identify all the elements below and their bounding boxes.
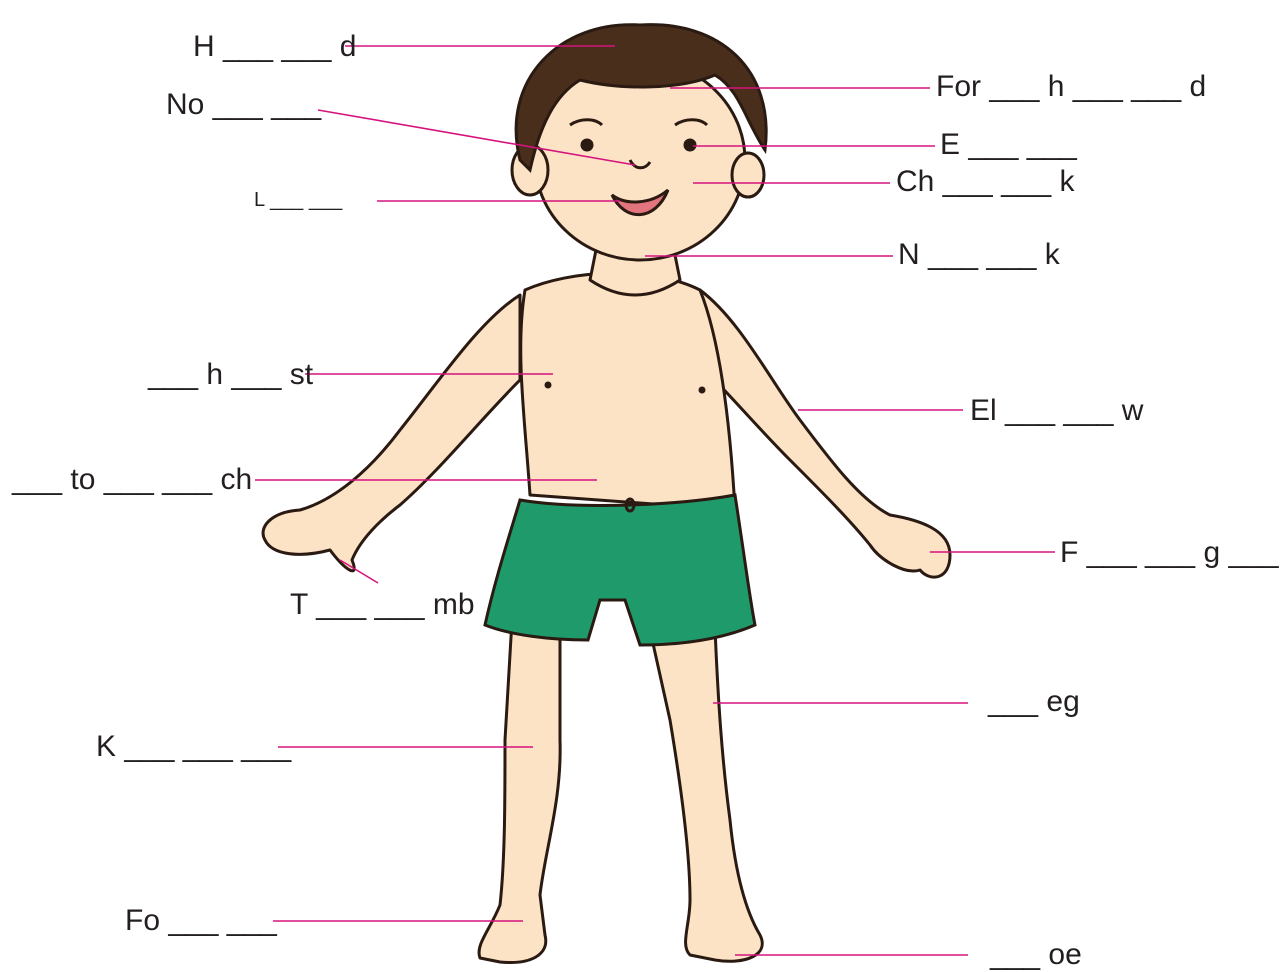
head-label: H ___ ___ d bbox=[193, 32, 356, 62]
neck-label: N ___ ___ k bbox=[898, 240, 1060, 270]
cheek-label: Ch ___ ___ k bbox=[896, 167, 1074, 197]
finger-label: F ___ ___ g ___ r bbox=[1060, 538, 1282, 568]
right-ear bbox=[732, 153, 764, 197]
thumb-leader-line bbox=[340, 560, 378, 583]
shorts bbox=[485, 495, 755, 645]
toe-label: ___ oe bbox=[990, 940, 1082, 970]
left-leg bbox=[479, 620, 560, 963]
leg-label: ___ eg bbox=[988, 687, 1080, 717]
stomach-label: ___ to ___ ___ ch bbox=[12, 465, 252, 495]
left-arm bbox=[263, 295, 520, 571]
eye-label: E ___ ___ bbox=[940, 130, 1077, 160]
elbow-label: El ___ ___ w bbox=[970, 396, 1143, 426]
nose-label: No ___ ___ bbox=[166, 90, 321, 120]
chest-label: ___ h ___ st bbox=[148, 360, 313, 390]
forehead-label: For ___ h ___ ___ d bbox=[936, 72, 1206, 102]
lip-label: L ___ ___ bbox=[254, 190, 342, 210]
foot-label: Fo ___ ___ bbox=[125, 906, 277, 936]
knee-label: K ___ ___ ___ bbox=[96, 732, 291, 762]
right-leg bbox=[650, 628, 762, 961]
thumb-label: T ___ ___ mb bbox=[290, 590, 475, 620]
